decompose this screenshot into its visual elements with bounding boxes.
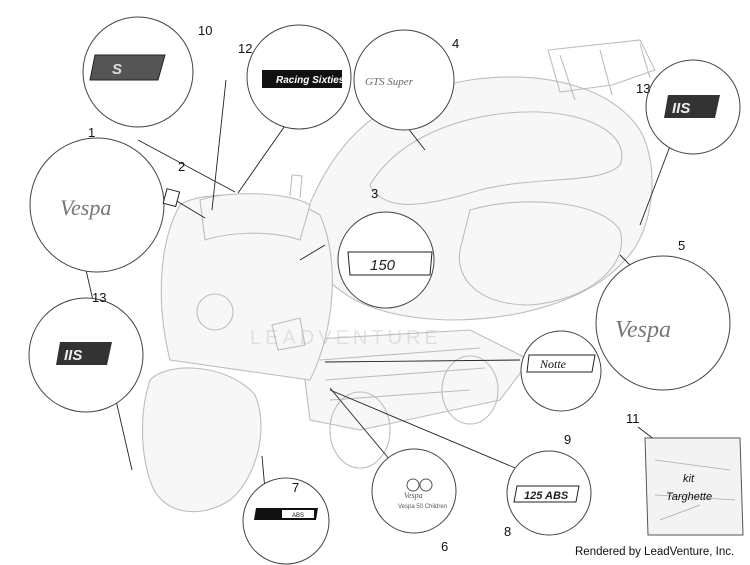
callout-2[interactable]: 2: [162, 159, 185, 208]
callout-number: 3: [371, 186, 378, 201]
decal-vespa-logo: Vespa: [60, 195, 111, 220]
callout-7[interactable]: 7 ABS: [242, 477, 330, 565]
callout-4[interactable]: 4 GTS Super: [353, 29, 459, 131]
kit-label: kit: [683, 473, 695, 485]
callout-number: 1: [88, 125, 95, 140]
kit-label: Targhette: [666, 491, 712, 503]
decal-iis: IIS: [64, 347, 82, 364]
decal-125-abs: 125 ABS: [524, 490, 569, 502]
callout-number: 8: [504, 524, 511, 539]
callout-5[interactable]: 5 Vespa: [595, 238, 731, 391]
decal-s-badge: S: [112, 61, 122, 78]
callout-12[interactable]: 12 Racing Sixties: [238, 24, 352, 130]
decal-vespa-side: Vespa: [615, 317, 671, 343]
callout-10[interactable]: 10 S: [82, 16, 212, 128]
callout-number: 7: [292, 480, 299, 495]
callout-13-left[interactable]: 13 IIS: [28, 290, 144, 413]
decal-notte: Notte: [539, 357, 567, 371]
callout-1[interactable]: 1 Vespa: [29, 125, 165, 273]
callout-8[interactable]: 8 125 ABS: [504, 450, 592, 539]
callout-9[interactable]: 9 Notte: [520, 330, 602, 447]
callout-6[interactable]: 6 Vespa Vespa 50 Children: [371, 448, 457, 554]
callout-13-top[interactable]: 13 IIS: [636, 59, 741, 155]
callout-number: 5: [678, 238, 685, 253]
decal-children: Vespa 50 Children: [398, 504, 447, 510]
decal-racing: Racing Sixties: [276, 75, 345, 86]
callout-number: 9: [564, 432, 571, 447]
callout-number: 4: [452, 36, 459, 51]
watermark: LEADVENTURE: [250, 327, 442, 349]
callout-number: 10: [198, 23, 212, 38]
callout-number: 13: [92, 290, 106, 305]
callout-number: 6: [441, 539, 448, 554]
decal-iis: IIS: [672, 100, 690, 117]
callout-number: 12: [238, 41, 252, 56]
decal-abs: ABS: [292, 513, 304, 519]
decal-150: 150: [370, 257, 396, 274]
decal-gts-super: GTS Super: [365, 76, 414, 88]
decal-plate: [162, 188, 181, 208]
credit-text: Rendered by LeadVenture, Inc.: [575, 546, 735, 558]
callout-3[interactable]: 3 150: [337, 186, 435, 309]
callout-11[interactable]: 11 kit Targhette: [626, 411, 744, 536]
callout-number: 11: [626, 411, 640, 426]
callout-number: 13: [636, 81, 650, 96]
svg-text:Vespa: Vespa: [404, 491, 423, 500]
callout-number: 2: [178, 159, 185, 174]
